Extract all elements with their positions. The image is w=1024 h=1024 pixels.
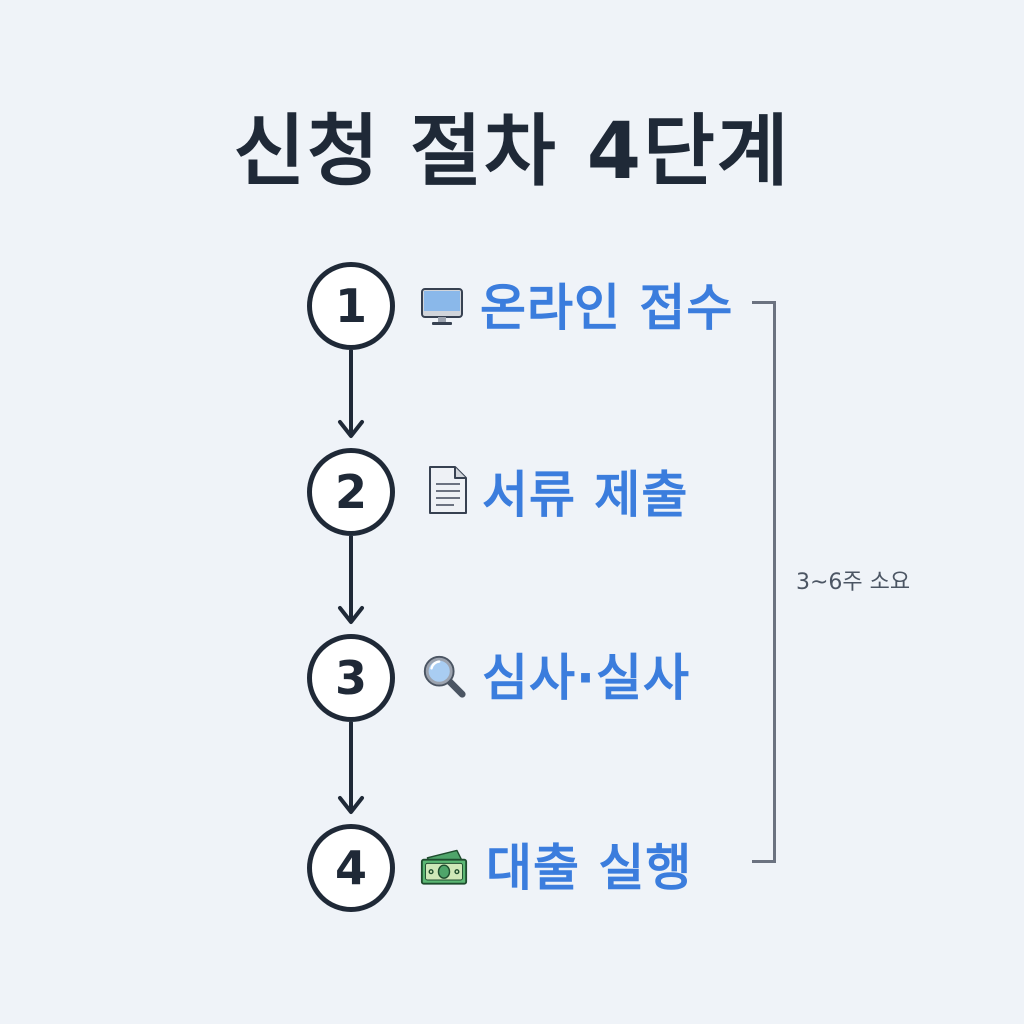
duration-bracket xyxy=(752,301,776,863)
step-label-1: 온라인 접수 xyxy=(480,279,734,337)
arrow-down-icon xyxy=(338,606,364,624)
step-number-circle-2: 2 xyxy=(307,448,395,536)
document-icon xyxy=(424,466,472,514)
step-number-circle-4: 4 xyxy=(307,824,395,912)
step-number-circle-3: 3 xyxy=(307,634,395,722)
connector-line xyxy=(349,722,353,812)
arrow-down-icon xyxy=(338,796,364,814)
connector-line xyxy=(349,350,353,436)
connector-line xyxy=(349,536,353,622)
computer-monitor-icon xyxy=(418,283,466,331)
arrow-down-icon xyxy=(338,420,364,438)
step-number-circle-1: 1 xyxy=(307,262,395,350)
magnifying-glass-icon xyxy=(420,652,468,700)
page-title: 신청 절차 4단계 xyxy=(233,107,791,197)
step-label-3: 심사·실사 xyxy=(482,649,690,707)
step-label-4: 대출 실행 xyxy=(486,839,693,897)
money-bill-icon xyxy=(420,844,468,892)
step-label-2: 서류 제출 xyxy=(482,466,689,524)
duration-label: 3~6주 소요 xyxy=(796,570,911,595)
